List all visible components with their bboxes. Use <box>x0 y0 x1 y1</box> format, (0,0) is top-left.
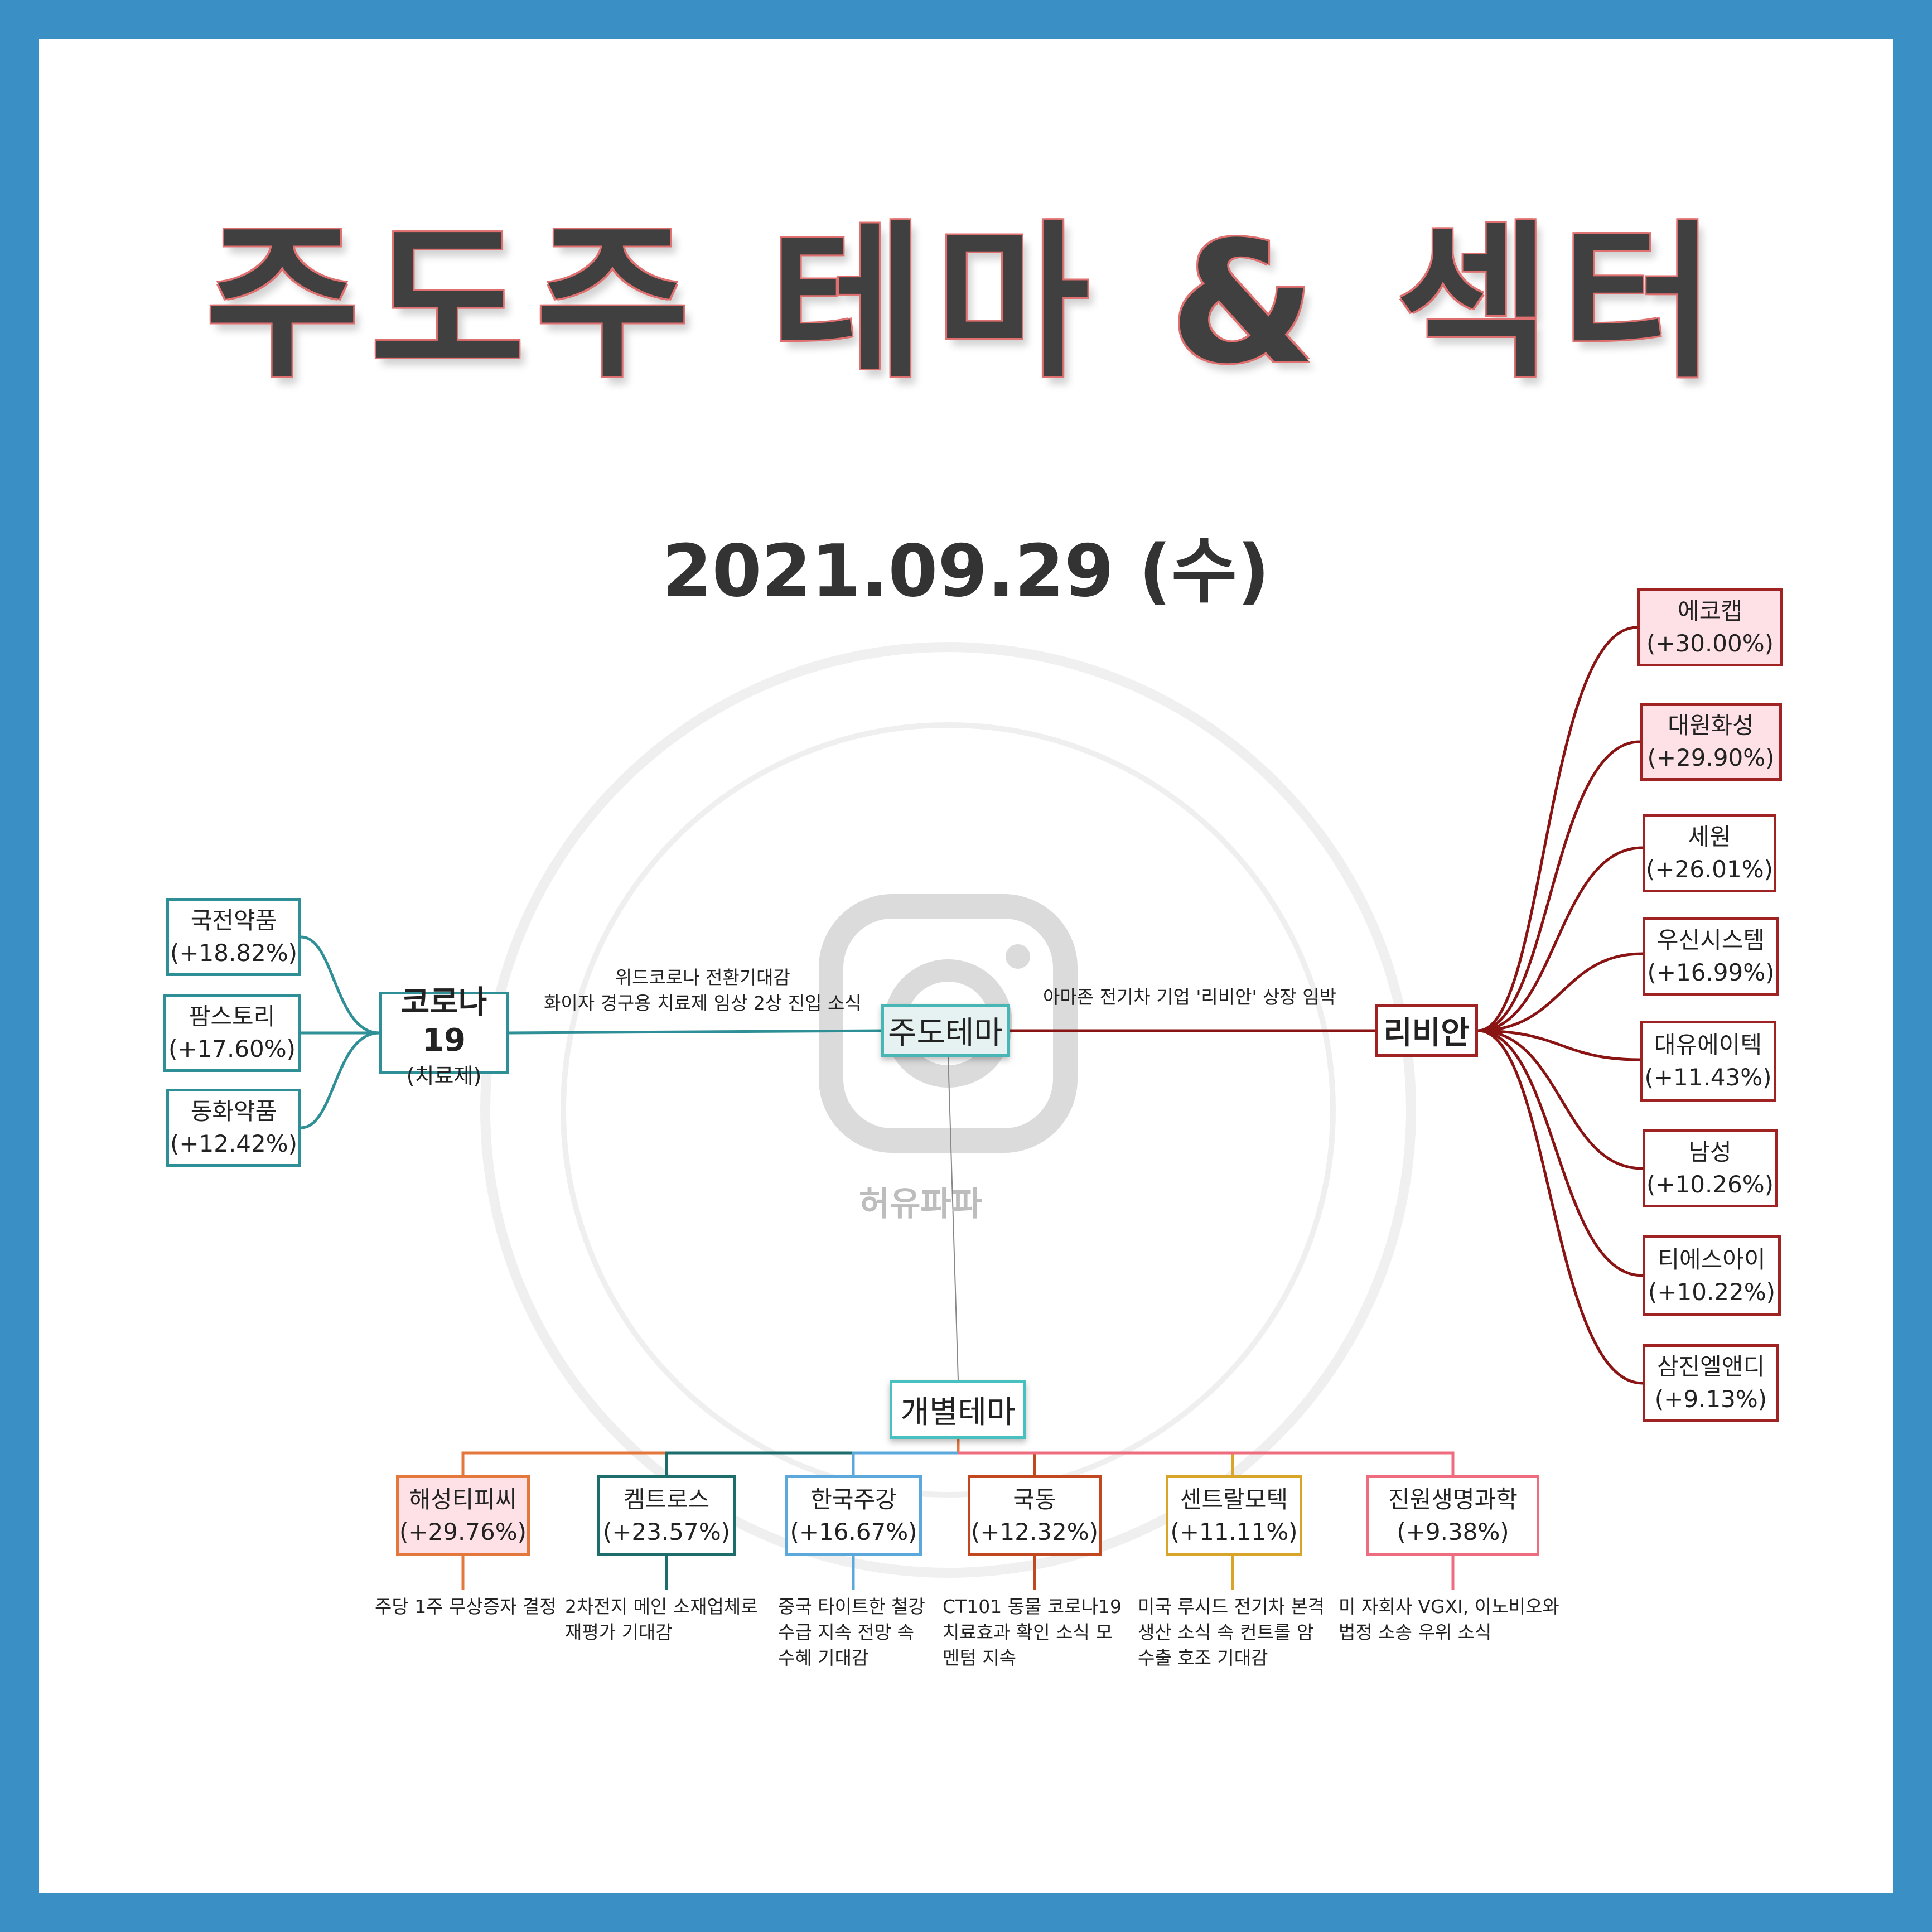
note-line: 수혜 기대감 <box>778 1647 869 1669</box>
hub-corona[interactable]: 코로나19 (치료제) <box>379 984 509 1088</box>
stock-change: (+17.60%) <box>168 1035 296 1062</box>
corona-note-line: 화이자 경구용 치료제 임상 2상 진입 소식 <box>544 992 862 1014</box>
stock-name: 해성티피씨 <box>409 1485 517 1513</box>
stock-box-rivian[interactable]: 남성 (+10.26%) <box>1643 1129 1778 1208</box>
stock-box-individual[interactable]: 센트랄모텍 (+11.11%) <box>1166 1475 1302 1556</box>
stock-name: 티에스아이 <box>1658 1245 1766 1273</box>
note-line: 미국 루시드 전기차 본격 <box>1138 1596 1325 1617</box>
stock-name: 삼진엘앤디 <box>1656 1353 1765 1380</box>
center-node-main-theme[interactable]: 주도테마 <box>881 1004 1010 1057</box>
stock-name: 국동 <box>1013 1485 1056 1513</box>
note-line: 주당 1주 무상증자 결정 <box>375 1596 557 1617</box>
hub-rivian-label: 리비안 <box>1383 1015 1470 1051</box>
stock-change: (+12.42%) <box>170 1130 298 1157</box>
stock-box-corona[interactable]: 국전약품 (+18.82%) <box>166 898 301 976</box>
stock-name: 대유에이텍 <box>1654 1031 1762 1059</box>
note-line: 멘텀 지속 <box>943 1647 1016 1669</box>
note-line: 법정 소송 우위 소식 <box>1339 1621 1492 1643</box>
note-line: 수급 지속 전망 속 <box>778 1621 914 1643</box>
stock-note: 2차전지 메인 소재업체로 재평가 기대감 <box>565 1594 758 1645</box>
stock-note: 주당 1주 무상증자 결정 <box>375 1594 557 1620</box>
stock-box-rivian[interactable]: 우신시스템 (+16.99%) <box>1643 917 1779 996</box>
stock-change: (+11.11%) <box>1170 1518 1298 1545</box>
stock-box-rivian[interactable]: 대유에이텍 (+11.43%) <box>1640 1021 1776 1102</box>
stock-change: (+11.43%) <box>1644 1063 1772 1091</box>
note-line: 중국 타이트한 철강 <box>778 1596 925 1617</box>
stock-box-individual[interactable]: 해성티피씨 (+29.76%) <box>396 1475 530 1556</box>
stock-note: 미국 루시드 전기차 본격 생산 소식 속 컨트롤 암 수출 호조 기대감 <box>1138 1594 1325 1671</box>
stock-name: 에코캡 <box>1678 597 1742 625</box>
stock-change: (+9.13%) <box>1654 1385 1767 1413</box>
stock-change: (+26.01%) <box>1645 856 1774 883</box>
stock-name: 한국주강 <box>810 1485 897 1513</box>
stock-change: (+12.32%) <box>970 1518 1099 1545</box>
stock-name: 켐트로스 <box>623 1485 710 1513</box>
stock-box-rivian[interactable]: 세원 (+26.01%) <box>1643 814 1776 892</box>
note-line: 미 자회사 VGXI, 이노비오와 <box>1339 1596 1559 1617</box>
note-line: 생산 소식 속 컨트롤 암 <box>1138 1621 1314 1643</box>
stock-box-corona[interactable]: 팜스토리 (+17.60%) <box>163 994 301 1072</box>
page-title: 주도주 테마 & 섹터 <box>205 206 1727 400</box>
stock-change: (+9.38%) <box>1397 1518 1509 1545</box>
stock-note: CT101 동물 코로나19 치료효과 확인 소식 모 멘텀 지속 <box>943 1594 1122 1671</box>
stock-note: 미 자회사 VGXI, 이노비오와 법정 소송 우위 소식 <box>1339 1594 1559 1645</box>
stock-box-individual[interactable]: 진원생명과학 (+9.38%) <box>1366 1475 1539 1556</box>
center-node-label: 주도테마 <box>887 1015 1003 1051</box>
note-line: 치료효과 확인 소식 모 <box>943 1621 1113 1643</box>
stock-box-individual[interactable]: 국동 (+12.32%) <box>968 1475 1102 1556</box>
note-line: 재평가 기대감 <box>565 1621 673 1643</box>
date-label: 2021.09.29 (수) <box>662 530 1270 613</box>
stock-change: (+29.90%) <box>1647 744 1775 771</box>
stock-box-individual[interactable]: 켐트로스 (+23.57%) <box>597 1475 736 1556</box>
stock-box-rivian[interactable]: 티에스아이 (+10.22%) <box>1643 1235 1781 1316</box>
stock-change: (+16.99%) <box>1647 959 1775 986</box>
hub-rivian[interactable]: 리비안 <box>1375 1004 1478 1057</box>
rivian-note: 아마존 전기차 기업 '리비안' 상장 임박 <box>1043 986 1336 1008</box>
note-line: 수출 호조 기대감 <box>1138 1647 1268 1669</box>
stock-box-corona[interactable]: 동화약품 (+12.42%) <box>166 1089 301 1167</box>
note-line: 2차전지 메인 소재업체로 <box>565 1596 758 1617</box>
stock-name: 팜스토리 <box>189 1003 276 1030</box>
stock-change: (+10.26%) <box>1646 1171 1774 1198</box>
hub-corona-sublabel: (치료제) <box>406 1063 482 1088</box>
corona-note-line: 위드코로나 전환기대감 <box>615 967 790 988</box>
corona-note: 위드코로나 전환기대감 화이자 경구용 치료제 임상 2상 진입 소식 <box>544 965 862 1016</box>
stock-change: (+23.57%) <box>602 1518 731 1545</box>
hub-individual-label: 개별테마 <box>900 1394 1016 1431</box>
hub-corona-label: 코로나19 <box>400 984 487 1059</box>
stock-name: 국전약품 <box>190 907 277 934</box>
stock-name: 동화약품 <box>190 1098 277 1125</box>
hub-individual-theme[interactable]: 개별테마 <box>890 1380 1026 1439</box>
note-line: CT101 동물 코로나19 <box>943 1596 1122 1617</box>
stock-box-rivian[interactable]: 삼진엘앤디 (+9.13%) <box>1643 1344 1779 1422</box>
stock-name: 진원생명과학 <box>1388 1485 1518 1513</box>
stock-change: (+10.22%) <box>1648 1278 1776 1306</box>
stock-note: 중국 타이트한 철강 수급 지속 전망 속 수혜 기대감 <box>778 1594 925 1671</box>
stock-name: 센트랄모텍 <box>1180 1485 1288 1513</box>
white-card <box>39 39 1893 1893</box>
stock-change: (+30.00%) <box>1646 630 1774 657</box>
stock-change: (+29.76%) <box>399 1518 527 1545</box>
stock-change: (+16.67%) <box>790 1518 917 1545</box>
watermark-brand: 허유파파 <box>859 1185 982 1224</box>
stock-change: (+18.82%) <box>170 939 298 967</box>
stock-name: 세원 <box>1688 823 1731 851</box>
stock-box-rivian[interactable]: 에코캡 (+30.00%) <box>1637 588 1783 666</box>
stock-name: 우신시스템 <box>1656 926 1765 954</box>
stock-box-individual[interactable]: 한국주강 (+16.67%) <box>785 1475 922 1556</box>
stock-name: 대원화성 <box>1668 712 1754 739</box>
stock-name: 남성 <box>1688 1138 1732 1166</box>
stock-box-rivian[interactable]: 대원화성 (+29.90%) <box>1640 703 1782 781</box>
